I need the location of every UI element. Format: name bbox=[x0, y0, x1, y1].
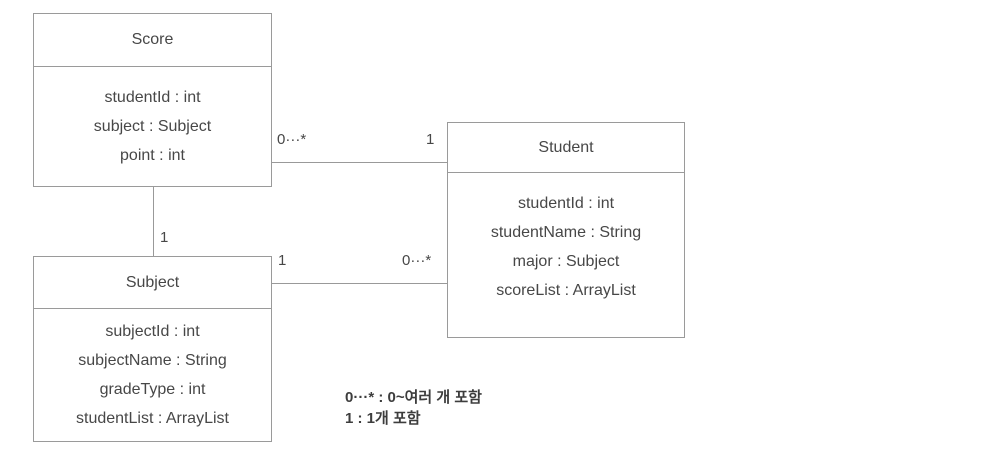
attribute-row: subjectName : String bbox=[78, 352, 227, 369]
attribute-row: gradeType : int bbox=[99, 381, 206, 398]
class-name-subject: Subject bbox=[34, 257, 271, 309]
multiplicity-label-student-side-top: 1 bbox=[426, 131, 435, 148]
class-attributes-student: studentId : int studentName : String maj… bbox=[448, 173, 684, 337]
legend-line-many: 0···* : 0~여러 개 포함 bbox=[345, 389, 482, 406]
class-name-student: Student bbox=[448, 123, 684, 173]
multiplicity-label-score-side: 0···* bbox=[277, 131, 307, 148]
attribute-row: subject : Subject bbox=[93, 118, 212, 135]
multiplicity-label-subject-side: 1 bbox=[278, 252, 287, 269]
attribute-row: subjectId : int bbox=[105, 323, 200, 340]
attribute-row: scoreList : ArrayList bbox=[496, 282, 636, 299]
class-attributes-subject: subjectId : int subjectName : String gra… bbox=[34, 309, 271, 441]
association-line-score-student bbox=[272, 162, 447, 163]
association-line-subject-student bbox=[272, 283, 447, 284]
attribute-row: studentList : ArrayList bbox=[76, 410, 229, 427]
attribute-row: studentName : String bbox=[490, 224, 642, 241]
class-attributes-score: studentId : int subject : Subject point … bbox=[34, 67, 271, 186]
class-box-subject: Subject subjectId : int subjectName : St… bbox=[33, 256, 272, 442]
class-box-score: Score studentId : int subject : Subject … bbox=[33, 13, 272, 187]
attribute-row: point : int bbox=[120, 147, 185, 164]
multiplicity-label-subject-top: 1 bbox=[160, 229, 169, 246]
legend: 0···* : 0~여러 개 포함 1 : 1개 포함 bbox=[345, 387, 482, 429]
class-name-score: Score bbox=[34, 14, 271, 67]
attribute-row: major : Subject bbox=[512, 253, 620, 270]
attribute-row: studentId : int bbox=[104, 89, 201, 106]
multiplicity-label-student-side-bottom: 0···* bbox=[402, 252, 432, 269]
class-box-student: Student studentId : int studentName : St… bbox=[447, 122, 685, 338]
legend-line-one: 1 : 1개 포함 bbox=[345, 410, 421, 427]
association-line-score-subject bbox=[153, 187, 154, 256]
attribute-row: studentId : int bbox=[517, 195, 615, 212]
